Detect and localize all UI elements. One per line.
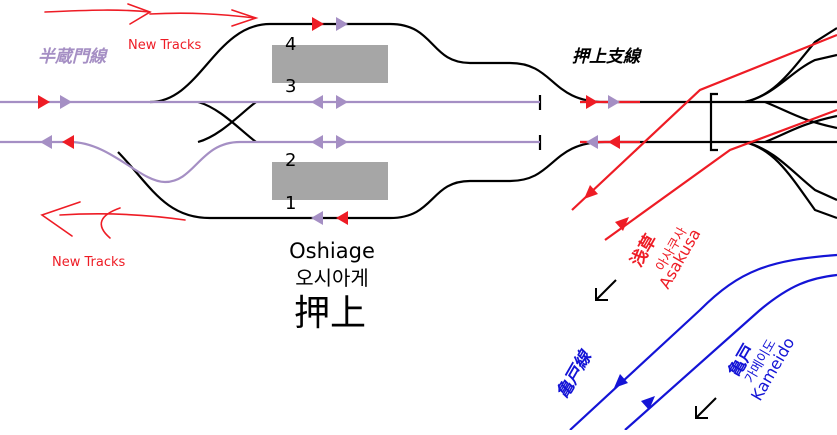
track-number-4: 4 bbox=[285, 34, 296, 55]
arrow-right-red bbox=[586, 95, 598, 109]
arrow-left-purple bbox=[40, 135, 52, 149]
station-tracks bbox=[117, 22, 837, 220]
direction-arrows bbox=[38, 17, 655, 410]
arrow-diag-red bbox=[615, 217, 629, 231]
station-name-ja: 押上 bbox=[294, 293, 366, 334]
arrow-southwest-icon bbox=[695, 397, 717, 419]
platform-upper bbox=[272, 45, 388, 83]
arrow-left-red bbox=[62, 135, 74, 149]
arrow-right-purple bbox=[336, 95, 348, 109]
hanzomon-line-label: 半蔵門線 bbox=[38, 47, 108, 67]
arrow-diag-red bbox=[584, 185, 598, 199]
arrow-southwest-icon bbox=[595, 279, 617, 301]
arrow-right-purple bbox=[336, 17, 348, 31]
arrow-diag-blue bbox=[641, 396, 655, 410]
new-tracks-label-bottom: New Tracks bbox=[52, 255, 126, 270]
new-tracks-annotations bbox=[40, 3, 259, 239]
track-number-3: 3 bbox=[285, 76, 296, 97]
arrow-left-red bbox=[336, 211, 348, 225]
platform-lower bbox=[272, 162, 388, 200]
arrow-left-purple bbox=[586, 135, 598, 149]
arrow-diag-blue bbox=[614, 374, 628, 388]
arrow-left-purple bbox=[311, 135, 323, 149]
arrow-left-purple bbox=[311, 95, 323, 109]
arrow-right-red bbox=[38, 95, 50, 109]
oshiage-branch-label: 押上支線 bbox=[572, 47, 642, 67]
arrow-right-red bbox=[312, 17, 324, 31]
arrow-left-red bbox=[608, 135, 620, 149]
station-name-en: Oshiage bbox=[289, 239, 375, 263]
kameido-line-label: 亀戸線 bbox=[553, 347, 597, 403]
track-number-1: 1 bbox=[285, 193, 296, 214]
arrow-left-purple bbox=[311, 211, 323, 225]
track-number-2: 2 bbox=[285, 150, 296, 171]
arrow-right-purple bbox=[608, 95, 620, 109]
arrow-right-purple bbox=[336, 135, 348, 149]
station-name-ko: 오시아게 bbox=[295, 266, 369, 290]
arrow-right-purple bbox=[60, 95, 72, 109]
kameido-tracks bbox=[569, 253, 837, 431]
new-tracks-label-top: New Tracks bbox=[128, 38, 202, 53]
